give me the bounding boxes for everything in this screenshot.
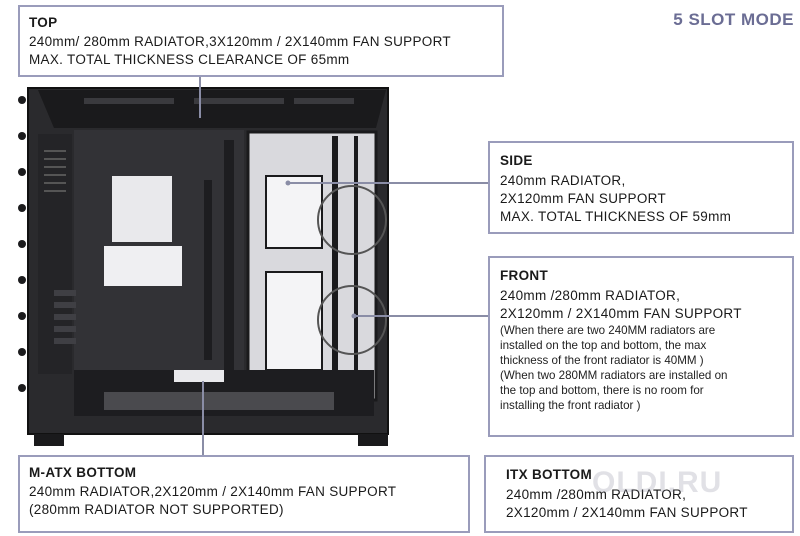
- front-title: FRONT: [500, 268, 548, 283]
- itx-bottom-line: 240mm /280mm RADIATOR,: [506, 487, 687, 502]
- itx-bottom-info-box: ITX BOTTOM 240mm /280mm RADIATOR, 2X120m…: [484, 455, 794, 533]
- front-note: installing the front radiator ): [500, 399, 641, 412]
- matx-bottom-info-box: M-ATX BOTTOM 240mm RADIATOR,2X120mm / 2X…: [18, 455, 470, 533]
- front-line: 2X120mm / 2X140mm FAN SUPPORT: [500, 306, 742, 321]
- mode-label: 5 SLOT MODE: [673, 10, 794, 29]
- front-note: installed on the top and bottom, the max: [500, 339, 707, 352]
- top-line: MAX. TOTAL THICKNESS CLEARANCE OF 65mm: [29, 52, 350, 67]
- matx-bottom-title: M-ATX BOTTOM: [29, 465, 137, 480]
- pc-case-image: [18, 87, 389, 446]
- front-note: (When there are two 240MM radiators are: [500, 324, 716, 337]
- side-title: SIDE: [500, 153, 533, 168]
- top-line: 240mm/ 280mm RADIATOR,3X120mm / 2X140mm …: [29, 34, 451, 49]
- side-line: 2X120mm FAN SUPPORT: [500, 191, 666, 206]
- side-info-box: SIDE 240mm RADIATOR, 2X120mm FAN SUPPORT…: [488, 141, 794, 234]
- matx-bottom-line: (280mm RADIATOR NOT SUPPORTED): [29, 502, 284, 517]
- front-line: 240mm /280mm RADIATOR,: [500, 288, 681, 303]
- top-title: TOP: [29, 15, 58, 30]
- itx-bottom-line: 2X120mm / 2X140mm FAN SUPPORT: [506, 505, 748, 520]
- front-note: thickness of the front radiator is 40MM …: [500, 354, 704, 367]
- itx-bottom-title: ITX BOTTOM: [506, 467, 592, 482]
- matx-bottom-line: 240mm RADIATOR,2X120mm / 2X140mm FAN SUP…: [29, 484, 397, 499]
- front-note: the top and bottom, there is no room for: [500, 384, 704, 397]
- side-line: 240mm RADIATOR,: [500, 173, 626, 188]
- front-note: (When two 280MM radiators are installed …: [500, 369, 728, 382]
- side-line: MAX. TOTAL THICKNESS OF 59mm: [500, 209, 732, 224]
- watermark: OLDI.RU: [592, 466, 723, 499]
- top-info-box: TOP 240mm/ 280mm RADIATOR,3X120mm / 2X14…: [18, 5, 504, 77]
- front-info-box: FRONT 240mm /280mm RADIATOR, 2X120mm / 2…: [488, 256, 794, 437]
